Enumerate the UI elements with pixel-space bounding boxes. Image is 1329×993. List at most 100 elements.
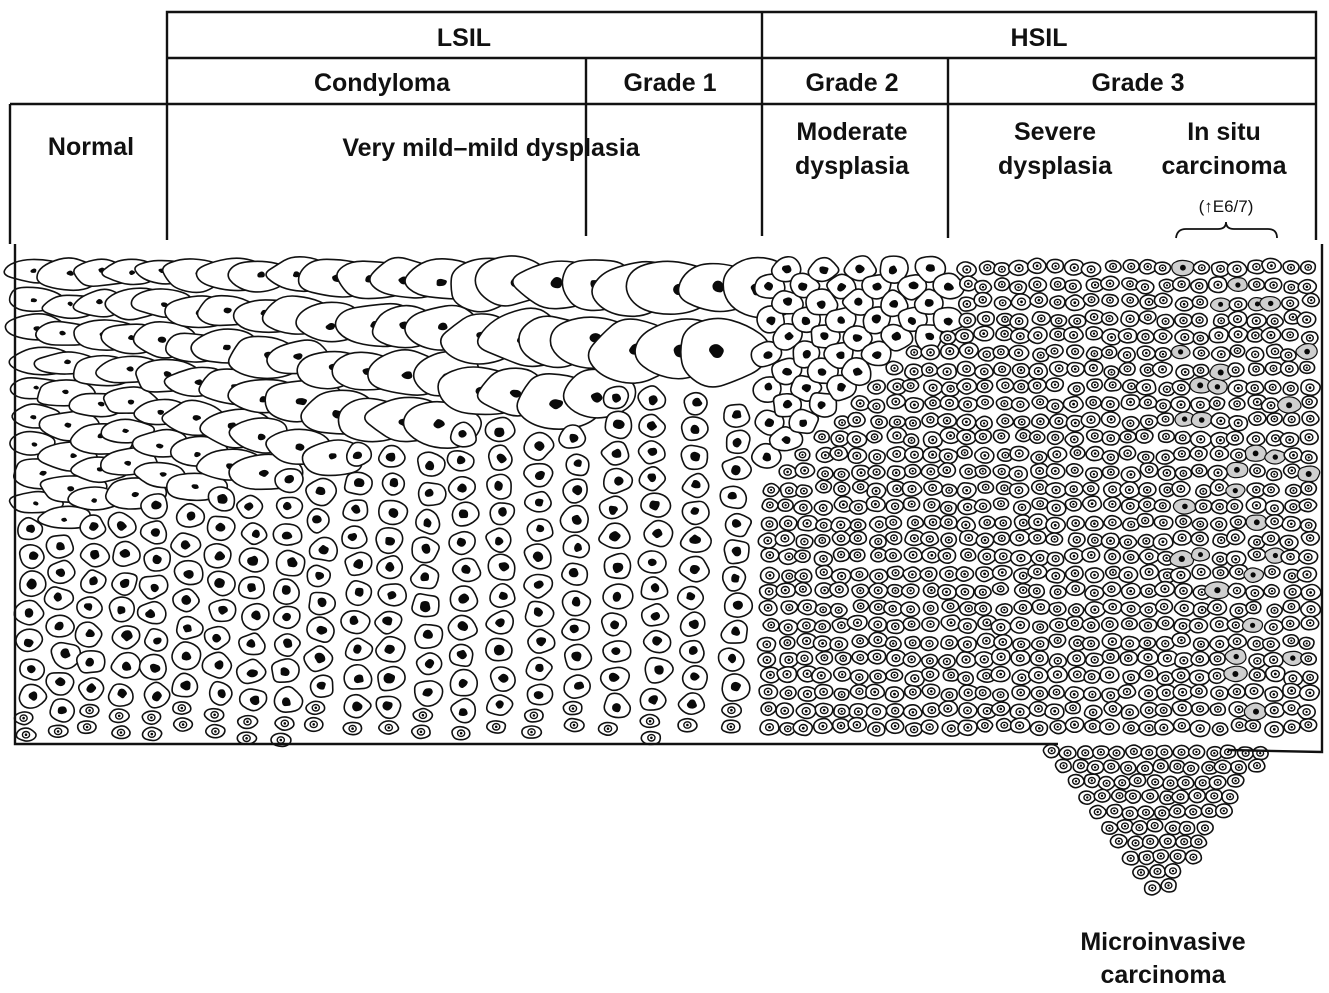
nucleus-core xyxy=(1147,369,1149,371)
nucleus-core xyxy=(806,522,809,525)
nucleus-core xyxy=(1172,870,1174,872)
nucleus-core xyxy=(1137,779,1139,781)
nucleus-core xyxy=(1073,723,1076,726)
nucleus-core xyxy=(1110,336,1113,339)
nucleus-core xyxy=(1037,521,1040,524)
nucleus-core xyxy=(1128,711,1131,714)
nucleus-core xyxy=(877,623,880,626)
nucleus-core xyxy=(1219,558,1221,560)
nucleus-core xyxy=(947,507,949,509)
nucleus-core xyxy=(1164,677,1166,679)
nucleus-core xyxy=(1252,725,1254,727)
cell-nucleus xyxy=(420,601,430,612)
nucleus-core xyxy=(822,507,825,510)
nucleus-core xyxy=(1022,606,1025,609)
nucleus-core xyxy=(1108,317,1110,319)
nucleus-core xyxy=(1130,473,1133,476)
nucleus-core xyxy=(1036,265,1039,268)
nucleus-core xyxy=(929,351,932,354)
nucleus-core xyxy=(770,624,772,626)
nucleus-core xyxy=(895,400,898,403)
nucleus-core xyxy=(120,731,123,734)
nucleus-core xyxy=(1199,337,1201,339)
nucleus-core xyxy=(1290,707,1292,709)
nucleus-core xyxy=(950,605,952,607)
nucleus-core xyxy=(984,401,986,403)
nucleus-core xyxy=(858,690,860,692)
nucleus-core xyxy=(1218,692,1220,694)
nucleus-core xyxy=(965,421,968,424)
nucleus-core xyxy=(1057,283,1059,285)
nucleus-core xyxy=(1108,725,1111,728)
nucleus-core xyxy=(966,709,969,712)
nucleus-core xyxy=(769,574,772,577)
nucleus-core xyxy=(1000,588,1002,590)
nucleus-core xyxy=(857,524,859,526)
nucleus-core xyxy=(1307,556,1310,559)
nucleus-core xyxy=(1165,557,1167,559)
nucleus-core xyxy=(1271,590,1273,592)
nucleus-core xyxy=(1109,299,1111,301)
nucleus-core xyxy=(859,640,861,642)
nucleus-core xyxy=(1118,795,1120,797)
nucleus-core xyxy=(1183,303,1186,306)
nucleus-core xyxy=(784,589,787,592)
nucleus-core xyxy=(983,422,985,424)
nucleus-core xyxy=(1036,334,1039,337)
nucleus-core xyxy=(930,504,932,506)
nucleus-core xyxy=(1198,319,1200,321)
nucleus-core xyxy=(838,609,840,611)
nucleus-core xyxy=(351,727,354,730)
nucleus-core xyxy=(787,692,789,694)
nucleus-core xyxy=(913,351,915,353)
nucleus-core xyxy=(1143,435,1146,438)
nucleus-core xyxy=(25,733,28,736)
nucleus-core xyxy=(1268,301,1273,306)
nucleus-core xyxy=(841,488,843,490)
nucleus-core xyxy=(893,537,895,539)
nucleus-core xyxy=(894,505,896,507)
nucleus-core xyxy=(786,673,789,676)
nucleus-core xyxy=(1126,452,1128,454)
nucleus-core xyxy=(803,540,805,542)
nucleus-core xyxy=(1255,302,1260,307)
nucleus-core xyxy=(1134,842,1136,844)
nucleus-core xyxy=(1074,587,1077,590)
nucleus-core xyxy=(1138,826,1140,828)
nucleus-core xyxy=(1274,320,1276,322)
nucleus-core xyxy=(805,640,808,643)
nucleus-core xyxy=(1309,591,1312,594)
nucleus-core xyxy=(983,454,986,457)
nucleus-core xyxy=(1091,693,1093,695)
nucleus-core xyxy=(768,523,770,525)
nucleus-core xyxy=(1074,522,1077,525)
nucleus-core xyxy=(1165,691,1168,694)
nucleus-core xyxy=(1110,371,1112,373)
nucleus-core xyxy=(1128,623,1130,625)
nucleus-core xyxy=(947,455,950,458)
nucleus-core xyxy=(803,657,805,659)
nucleus-core xyxy=(874,436,876,438)
nucleus-core xyxy=(768,726,771,729)
nucleus-core xyxy=(859,402,862,405)
nucleus-core xyxy=(1166,472,1169,475)
nucleus-core xyxy=(1003,402,1005,404)
nucleus-core xyxy=(1021,506,1024,509)
nucleus-core xyxy=(823,709,826,712)
nucleus-core xyxy=(875,386,878,389)
nucleus-core xyxy=(909,608,912,611)
nucleus-core xyxy=(947,521,950,524)
nucleus-core xyxy=(1109,694,1112,697)
nucleus-core xyxy=(965,489,968,492)
nucleus-core xyxy=(1308,456,1310,458)
nucleus-core xyxy=(1124,825,1126,827)
nucleus-core xyxy=(1199,727,1202,730)
nucleus-core xyxy=(1111,606,1114,609)
nucleus-core xyxy=(910,623,912,625)
nucleus-core xyxy=(1003,487,1005,489)
nucleus-core xyxy=(495,726,498,729)
nucleus-core xyxy=(181,707,184,710)
nucleus-core xyxy=(1130,385,1132,387)
nucleus-core xyxy=(1217,334,1220,337)
nucleus-core xyxy=(1236,403,1238,405)
